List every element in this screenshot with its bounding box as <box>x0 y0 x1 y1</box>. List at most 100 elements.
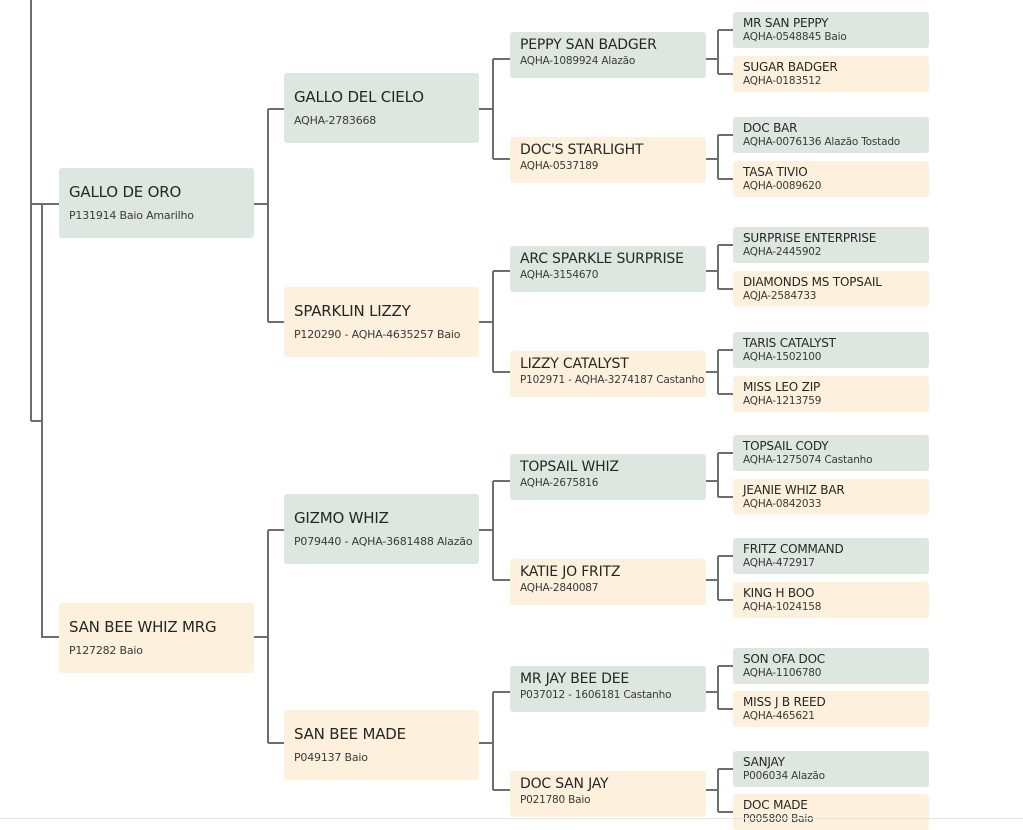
connector-line <box>705 555 733 601</box>
horse-card-dam[interactable]: SAN BEE WHIZ MRG P127282 Baio <box>59 603 254 673</box>
horse-name: SAN BEE WHIZ MRG <box>69 618 217 636</box>
connector-line <box>705 768 733 813</box>
horse-name: SON OFA DOC <box>743 652 825 666</box>
horse-registration: AQHA-0548845 Baio <box>743 31 847 43</box>
connector-line <box>705 244 733 290</box>
horse-registration: P127282 Baio <box>69 644 143 657</box>
horse-card-sire-sire-dam[interactable]: DOC'S STARLIGHT AQHA-0537189 <box>510 137 706 183</box>
page-bottom-divider <box>0 818 1023 819</box>
horse-card-g4-3[interactable]: DOC BAR AQHA-0076136 Alazão Tostado <box>733 117 929 153</box>
horse-card-g4-9[interactable]: TOPSAIL CODY AQHA-1275074 Castanho <box>733 435 929 471</box>
horse-registration: AQHA-0076136 Alazão Tostado <box>743 136 901 148</box>
horse-registration: AQJA-2584733 <box>743 290 817 302</box>
horse-name: SANJAY <box>743 755 785 769</box>
horse-name: TASA TIVIO <box>743 165 808 179</box>
horse-card-g4-7[interactable]: TARIS CATALYST AQHA-1502100 <box>733 332 929 368</box>
horse-name: LIZZY CATALYST <box>520 356 629 372</box>
horse-card-sire-dam-dam[interactable]: LIZZY CATALYST P102971 - AQHA-3274187 Ca… <box>510 351 706 397</box>
horse-card-g4-8[interactable]: MISS LEO ZIP AQHA-1213759 <box>733 376 929 412</box>
horse-card-dam-dam-sire[interactable]: MR JAY BEE DEE P037012 - 1606181 Castanh… <box>510 666 706 712</box>
horse-name: DOC SAN JAY <box>520 776 609 792</box>
horse-card-g4-14[interactable]: MISS J B REED AQHA-465621 <box>733 691 929 727</box>
horse-name: GALLO DEL CIELO <box>294 88 424 106</box>
horse-card-g4-6[interactable]: DIAMONDS MS TOPSAIL AQJA-2584733 <box>733 271 929 307</box>
connector-line <box>479 58 510 160</box>
horse-name: SUGAR BADGER <box>743 60 838 74</box>
horse-card-dam-dam[interactable]: SAN BEE MADE P049137 Baio <box>284 710 479 780</box>
connector-line <box>705 665 733 710</box>
horse-card-sire-dam[interactable]: SPARKLIN LIZZY P120290 - AQHA-4635257 Ba… <box>284 287 479 357</box>
horse-name: DOC BAR <box>743 121 798 135</box>
horse-registration: AQHA-1275074 Castanho <box>743 454 873 466</box>
horse-name: MR JAY BEE DEE <box>520 671 630 687</box>
horse-name: DIAMONDS MS TOPSAIL <box>743 275 882 289</box>
horse-name: MISS J B REED <box>743 695 826 709</box>
horse-name: SURPRISE ENTERPRISE <box>743 231 877 245</box>
connector-line <box>705 29 733 75</box>
horse-card-g4-15[interactable]: SANJAY P006034 Alazão <box>733 751 929 787</box>
horse-registration: AQHA-2445902 <box>743 246 822 258</box>
horse-registration: AQHA-0183512 <box>743 75 822 87</box>
horse-registration: P120290 - AQHA-4635257 Baio <box>294 328 461 341</box>
horse-registration: P102971 - AQHA-3274187 Castanho <box>520 374 705 386</box>
horse-registration: AQHA-472917 <box>743 557 815 569</box>
horse-name: TARIS CATALYST <box>743 336 836 350</box>
horse-registration: AQHA-0537189 <box>520 160 599 172</box>
connector-line <box>254 529 284 744</box>
horse-card-g4-13[interactable]: SON OFA DOC AQHA-1106780 <box>733 648 929 684</box>
horse-registration: AQHA-465621 <box>743 710 815 722</box>
horse-name: TOPSAIL CODY <box>743 439 829 453</box>
horse-name: DOC'S STARLIGHT <box>520 142 644 158</box>
horse-registration: AQHA-0842033 <box>743 498 822 510</box>
connector-line <box>705 134 733 180</box>
horse-name: GIZMO WHIZ <box>294 509 389 527</box>
horse-card-g4-16[interactable]: DOC MADE P005800 Baio <box>733 794 929 830</box>
horse-card-g4-4[interactable]: TASA TIVIO AQHA-0089620 <box>733 161 929 197</box>
horse-registration: P037012 - 1606181 Castanho <box>520 689 672 701</box>
horse-name: MISS LEO ZIP <box>743 380 821 394</box>
horse-registration: AQHA-3154670 <box>520 269 599 281</box>
horse-card-dam-sire[interactable]: GIZMO WHIZ P079440 - AQHA-3681488 Alazão <box>284 494 479 564</box>
connector-line <box>30 0 59 421</box>
horse-registration: P005800 Baio <box>743 813 814 825</box>
connector-line <box>479 480 510 581</box>
connector-line <box>254 108 284 323</box>
horse-name: KING H BOO <box>743 586 815 600</box>
horse-registration: P079440 - AQHA-3681488 Alazão <box>294 535 473 548</box>
horse-registration: AQHA-1213759 <box>743 395 822 407</box>
horse-card-sire[interactable]: GALLO DE ORO P131914 Baio Amarilho <box>59 168 254 238</box>
horse-card-g4-2[interactable]: SUGAR BADGER AQHA-0183512 <box>733 56 929 92</box>
horse-name: TOPSAIL WHIZ <box>520 459 619 475</box>
connector-line <box>705 349 733 395</box>
horse-card-g4-5[interactable]: SURPRISE ENTERPRISE AQHA-2445902 <box>733 227 929 263</box>
connector-line <box>479 691 510 791</box>
horse-name: JEANIE WHIZ BAR <box>743 483 845 497</box>
horse-name: KATIE JO FRITZ <box>520 564 621 580</box>
horse-registration: AQHA-1024158 <box>743 601 822 613</box>
horse-registration: AQHA-2783668 <box>294 114 377 127</box>
horse-card-sire-sire[interactable]: GALLO DEL CIELO AQHA-2783668 <box>284 73 479 143</box>
horse-registration: P049137 Baio <box>294 751 368 764</box>
horse-name: FRITZ COMMAND <box>743 542 844 556</box>
horse-registration: AQHA-2840087 <box>520 582 599 594</box>
horse-card-g4-11[interactable]: FRITZ COMMAND AQHA-472917 <box>733 538 929 574</box>
horse-name: MR SAN PEPPY <box>743 16 829 30</box>
horse-registration: P131914 Baio Amarilho <box>69 209 194 222</box>
horse-name: DOC MADE <box>743 798 808 812</box>
horse-card-g4-10[interactable]: JEANIE WHIZ BAR AQHA-0842033 <box>733 479 929 515</box>
horse-card-g4-12[interactable]: KING H BOO AQHA-1024158 <box>733 582 929 618</box>
horse-card-sire-sire-sire[interactable]: PEPPY SAN BADGER AQHA-1089924 Alazão <box>510 32 706 78</box>
connector-line <box>31 204 59 638</box>
horse-card-sire-dam-sire[interactable]: ARC SPARKLE SURPRISE AQHA-3154670 <box>510 246 706 292</box>
horse-card-dam-sire-sire[interactable]: TOPSAIL WHIZ AQHA-2675816 <box>510 454 706 500</box>
connector-line <box>479 270 510 373</box>
horse-card-dam-sire-dam[interactable]: KATIE JO FRITZ AQHA-2840087 <box>510 559 706 605</box>
horse-card-dam-dam-dam[interactable]: DOC SAN JAY P021780 Baio <box>510 771 706 817</box>
horse-name: SAN BEE MADE <box>294 725 406 743</box>
horse-name: ARC SPARKLE SURPRISE <box>520 251 684 267</box>
horse-registration: AQHA-0089620 <box>743 180 822 192</box>
horse-registration: AQHA-1106780 <box>743 667 822 679</box>
horse-registration: P021780 Baio <box>520 794 591 806</box>
horse-card-g4-1[interactable]: MR SAN PEPPY AQHA-0548845 Baio <box>733 12 929 48</box>
horse-registration: AQHA-1089924 Alazão <box>520 55 636 67</box>
